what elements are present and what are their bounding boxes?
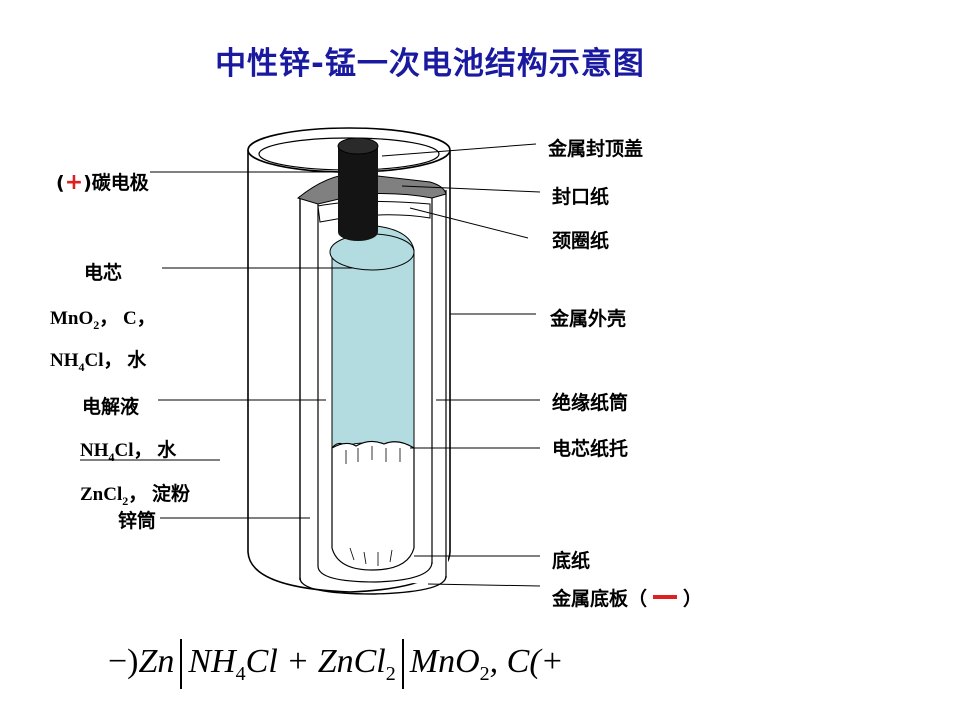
label-metal-shell: 金属外壳 [550, 308, 627, 330]
zncl2-sub: 2 [122, 493, 129, 508]
label-bottom-paper: 底纸 [552, 550, 591, 572]
formula-nh-sub: 4 [235, 662, 246, 685]
nh4cl-2-rest: Cl， 水 [114, 440, 177, 461]
carbon-electrode-text: )碳电极 [83, 172, 149, 194]
zncl2-rest: ， 淀粉 [128, 484, 191, 505]
label-core-holder: 电芯纸托 [552, 438, 629, 460]
carbon-rod-top [337, 137, 379, 155]
core-holder [331, 440, 415, 571]
mno2-rest: ， C， [99, 308, 156, 329]
nh4cl-sub: 4 [78, 359, 85, 374]
phase-boundary-1 [180, 639, 183, 690]
label-insulating-tube: 绝缘纸筒 [552, 392, 629, 414]
zncl2-text: ZnCl [80, 484, 123, 505]
mno2-sub: 2 [93, 317, 100, 332]
core-holder-creases [345, 446, 401, 566]
formula-zn: Zn [138, 643, 175, 680]
label-core-nh4cl: NH4Cl， 水 [50, 350, 146, 378]
nh4cl-rest: Cl， 水 [84, 350, 147, 371]
formula-cl: Cl [245, 643, 278, 680]
label-seal-paper: 封口纸 [552, 186, 610, 208]
leader-lines [80, 143, 541, 587]
bottom-paper [317, 561, 433, 583]
formula-zncl: + ZnCl [277, 643, 386, 680]
formula-lead: −) [108, 643, 139, 680]
nh4cl-text: NH [50, 350, 79, 371]
nh4cl-2-text: NH [80, 440, 109, 461]
electrode-core-top [329, 233, 415, 271]
formula-tail: , C(+ [489, 643, 564, 680]
negative-sign [653, 594, 678, 599]
label-core: 电芯 [84, 262, 123, 284]
paren-open: ( [56, 172, 65, 194]
label-neck-paper: 颈圈纸 [552, 230, 610, 252]
label-carbon-electrode: (+)碳电极 [56, 170, 149, 195]
phase-boundary-2 [401, 639, 404, 690]
label-top-cap: 金属封顶盖 [548, 138, 644, 160]
page-title: 中性锌-锰一次电池结构示意图 [215, 46, 645, 82]
formula-nh: NH [188, 643, 236, 680]
bottom-plate-text: 金属底板（ [552, 588, 648, 610]
bottom-plate-close: ） [683, 588, 703, 610]
carbon-rod-bottom [338, 223, 378, 241]
label-zinc-can: 锌筒 [118, 510, 157, 532]
label-bottom-plate: 金属底板（ ） [552, 588, 702, 610]
label-electrolyte-nh4cl: NH4Cl， 水 [80, 440, 176, 468]
nh4cl-2-sub: 4 [108, 449, 115, 464]
plus-sign: + [64, 170, 84, 195]
carbon-rod [338, 146, 378, 232]
formula-zncl-sub: 2 [385, 662, 396, 685]
formula-mno-sub: 2 [479, 662, 490, 685]
label-electrolyte: 电解液 [82, 396, 140, 418]
formula-mno: MnO [409, 643, 480, 680]
mno2-text: MnO [50, 308, 94, 329]
label-core-mno2: MnO2， C， [50, 308, 156, 336]
label-electrolyte-zncl2: ZnCl2， 淀粉 [80, 484, 190, 512]
